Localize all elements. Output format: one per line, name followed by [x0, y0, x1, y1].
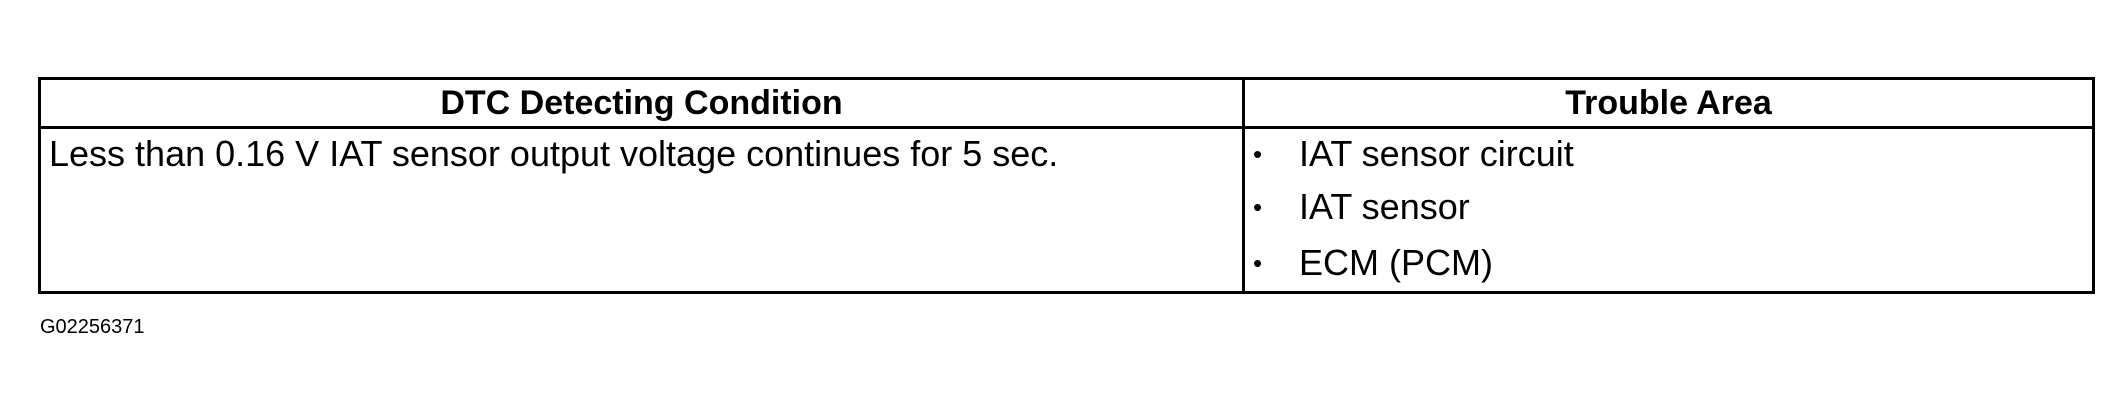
trouble-area-cell: • IAT sensor circuit • IAT sensor • ECM … [1242, 126, 2095, 294]
list-item: • IAT sensor [1245, 179, 2092, 235]
dtc-table: DTC Detecting Condition Trouble Area Les… [38, 77, 2095, 294]
trouble-area-label: ECM (PCM) [1299, 242, 1493, 283]
header-trouble-area: Trouble Area [1242, 77, 2095, 129]
list-item: • IAT sensor circuit [1245, 129, 2092, 179]
trouble-area-label: IAT sensor circuit [1299, 133, 1574, 174]
bullet-icon: • [1253, 248, 1263, 278]
trouble-area-list: • IAT sensor circuit • IAT sensor • ECM … [1245, 129, 2092, 291]
condition-cell: Less than 0.16 V IAT sensor output volta… [38, 126, 1245, 294]
list-item: • ECM (PCM) [1245, 235, 2092, 291]
header-dtc-detecting-condition: DTC Detecting Condition [38, 77, 1245, 129]
bullet-icon: • [1253, 192, 1263, 222]
bullet-icon: • [1253, 139, 1263, 169]
figure-id: G02256371 [40, 316, 145, 338]
table-header-row: DTC Detecting Condition Trouble Area [38, 77, 2095, 129]
table-row: Less than 0.16 V IAT sensor output volta… [38, 126, 2095, 294]
trouble-area-label: IAT sensor [1299, 186, 1470, 227]
condition-text: Less than 0.16 V IAT sensor output volta… [49, 133, 1059, 174]
